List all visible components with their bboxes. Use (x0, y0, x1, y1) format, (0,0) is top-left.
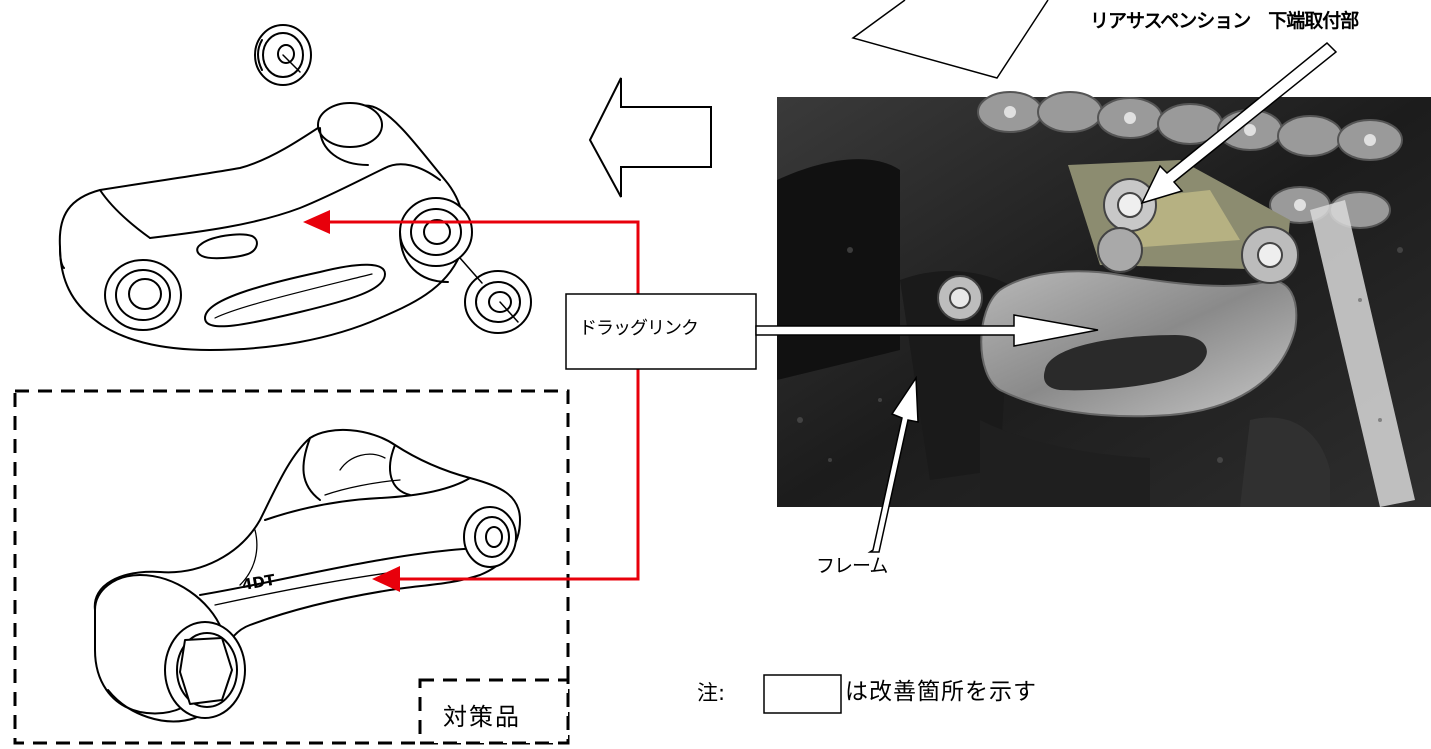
drag-link-pointer (755, 314, 1099, 347)
suspension-photo (777, 91, 1431, 507)
note-legend-box (763, 674, 842, 714)
red-connector (325, 220, 640, 581)
rear-suspension-mount-label: リアサスペンション 下端取付部 (1090, 10, 1359, 32)
frame-pointer (867, 375, 919, 553)
drag-link-label: ドラッグリンク (579, 318, 699, 339)
new-drag-link-drawing: 4DT (93, 428, 521, 723)
rear-suspension-pointer (1140, 41, 1338, 205)
washer-top-icon (254, 24, 312, 86)
countermeasure-part-label: 対策品 (443, 703, 521, 731)
red-arrowhead-lower-icon (372, 566, 400, 592)
note-text-label: は改善箇所を示す (845, 679, 1037, 705)
countermeasure-dashed-box (13, 389, 570, 745)
svg-text:4DT: 4DT (241, 571, 277, 595)
drag-link-label-box (565, 293, 757, 370)
hollow-left-arrow-icon (588, 77, 712, 198)
frame-label: フレーム (816, 555, 888, 577)
old-drag-link-drawing (58, 24, 532, 351)
callout-tail (851, 0, 1049, 79)
washer-bottom-icon (464, 270, 532, 334)
red-arrowhead-upper-icon (303, 210, 330, 234)
countermeasure-label-box (418, 678, 570, 745)
note-prefix-label: 注: (697, 681, 726, 705)
